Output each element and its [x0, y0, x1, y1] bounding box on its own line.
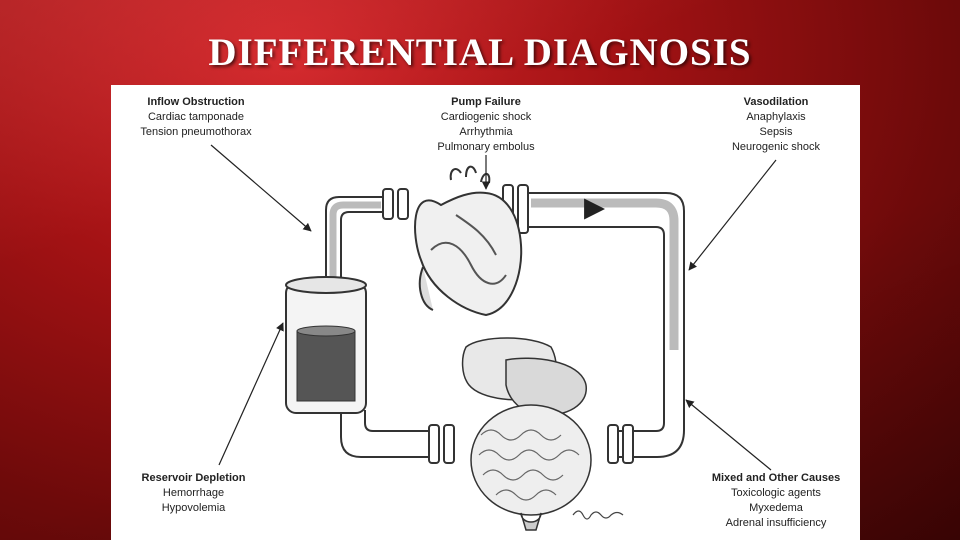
pump-item: Arrhythmia — [459, 126, 513, 138]
mixed-heading: Mixed and Other Causes — [711, 472, 841, 484]
label-inflow-obstruction: Inflow Obstruction Cardiac tamponade Ten… — [131, 95, 261, 140]
pipe-return-left-inner — [364, 410, 431, 432]
reservoir-item: Hemorrhage — [162, 487, 225, 499]
vaso-item: Neurogenic shock — [731, 141, 821, 153]
pipe-return-right-outer — [616, 355, 685, 458]
mixed-item: Adrenal insufficiency — [725, 517, 827, 529]
reservoir-item: Hypovolemia — [161, 502, 226, 514]
artist-signature — [572, 510, 624, 520]
mixed-item: Myxedema — [749, 502, 803, 514]
inflow-item: Tension pneumothorax — [140, 126, 252, 138]
label-reservoir-depletion: Reservoir Depletion Hemorrhage Hypovolem… — [126, 471, 261, 516]
label-mixed-causes: Mixed and Other Causes Toxicologic agent… — [696, 471, 856, 531]
arrow-inflow — [210, 144, 312, 232]
pipe-outflow-inner — [518, 226, 665, 355]
label-vasodilation: Vasodilation Anaphylaxis Sepsis Neurogen… — [716, 95, 836, 155]
label-pump-failure: Pump Failure Cardiogenic shock Arrhythmi… — [416, 95, 556, 155]
abdominal-organs — [461, 337, 592, 531]
pipe-fluid-inflow — [329, 201, 381, 290]
pipe-inflow-outer — [325, 196, 386, 295]
pipe-return-left-outer — [340, 410, 431, 458]
vaso-item: Anaphylaxis — [746, 111, 806, 123]
mixed-item: Toxicologic agents — [731, 487, 821, 499]
circulation-diagram — [210, 144, 777, 531]
inflow-heading: Inflow Obstruction — [147, 96, 245, 108]
pipe-fluid — [531, 198, 679, 350]
arrow-reservoir — [218, 322, 284, 466]
pipe-outflow-outer — [518, 192, 685, 355]
pipe-system — [325, 192, 685, 458]
pipe-inflow-inner — [340, 211, 386, 295]
reservoir-heading: Reservoir Depletion — [141, 472, 246, 484]
vaso-item: Sepsis — [759, 126, 793, 138]
arrow-vasodilation — [688, 159, 777, 271]
arrow-mixed — [685, 399, 772, 471]
pipe-return-right-inner — [616, 355, 665, 432]
slide-title: DIFFERENTIAL DIAGNOSIS — [208, 31, 752, 74]
pump-item: Cardiogenic shock — [440, 111, 532, 123]
pump-heading: Pump Failure — [451, 96, 521, 108]
diagram-panel: Inflow Obstruction Cardiac tamponade Ten… — [111, 85, 860, 540]
heart-pump — [414, 165, 523, 317]
vaso-heading: Vasodilation — [743, 96, 809, 108]
pump-item: Pulmonary embolus — [437, 141, 535, 153]
reservoir-tank — [285, 276, 367, 414]
pointer-arrows — [210, 144, 777, 471]
inflow-item: Cardiac tamponade — [147, 111, 244, 123]
